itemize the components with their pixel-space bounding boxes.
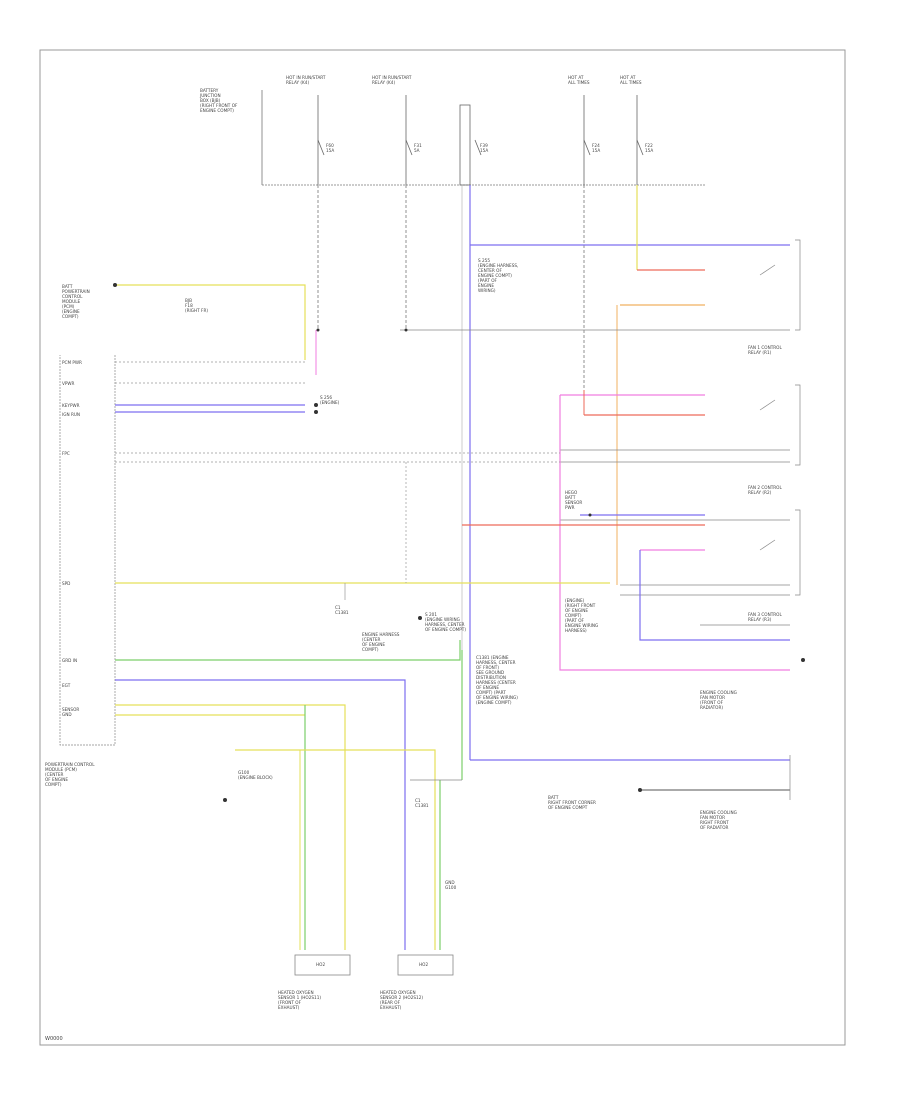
pcm-location-label: POWERTRAIN CONTROL MODULE (PCM) (CENTER … bbox=[45, 762, 95, 787]
fan-motor-2-label: ENGINE COOLING FAN MOTOR RIGHT FRONT OF … bbox=[700, 810, 737, 830]
splice-main-label: S 255 (ENGINE HARNESS, CENTER OF ENGINE … bbox=[478, 258, 519, 293]
hot-all-label-2: HOT AT ALL TIMES bbox=[620, 75, 642, 85]
wire-yellow-top bbox=[115, 284, 306, 360]
pin-label-9: SENSOR GND bbox=[62, 707, 80, 717]
fuse-label-5: F22 15A bbox=[645, 143, 654, 153]
sensor-box-right-label: HO2 bbox=[419, 962, 429, 967]
ground-center-label: GND G100 bbox=[445, 880, 457, 890]
sensor-box-left-label: HO2 bbox=[316, 962, 326, 967]
big-note-label: C1381 (ENGINE HARNESS, CENTER OF FRONT) … bbox=[476, 655, 518, 705]
heater-left-label: HEATED OXYGEN SENSOR 1 (HO2S11) (FRONT O… bbox=[278, 990, 321, 1010]
pcm-box bbox=[59, 355, 116, 746]
hot-all-label-1: HOT AT ALL TIMES bbox=[568, 75, 590, 85]
pin-label-6: SPD bbox=[62, 581, 71, 586]
right-bottom-note: BATT RIGHT FRONT CORNER OF ENGINE COMPT bbox=[548, 795, 596, 810]
battery-junction-label: BATTERY JUNCTION BOX (BJB) (RIGHT FRONT … bbox=[200, 88, 238, 113]
pin-label-8: EGT bbox=[62, 683, 71, 688]
fuse-label-3: F39 15A bbox=[480, 143, 489, 153]
connector-c1-label: C1 C1381 bbox=[335, 605, 349, 615]
ground-note-label: G100 (ENGINE BLOCK) bbox=[238, 770, 273, 780]
footer-code: W0000 bbox=[45, 1036, 63, 1042]
pin-label-4: IGN RUN bbox=[62, 412, 81, 417]
diagram-border bbox=[39, 49, 846, 1046]
sensor-box-left bbox=[294, 954, 351, 976]
fuse-label-1: F60 15A bbox=[326, 143, 335, 153]
pin-label-5: FPC bbox=[62, 451, 70, 456]
relay-1-label: FAN 1 CONTROL RELAY (R1) bbox=[748, 345, 782, 355]
sensor-power-label: HEGO BATT SENSOR PWR bbox=[565, 490, 583, 510]
pin-label-1: PCM PWR bbox=[62, 360, 82, 365]
bjb-fuse-label: BJB F18 (RIGHT FR) bbox=[185, 298, 209, 313]
relay-boxes bbox=[759, 239, 801, 596]
pcm-title: BATT POWERTRAIN CONTROL MODULE (PCM) (EN… bbox=[62, 284, 90, 319]
relay-2-label: FAN 2 CONTROL RELAY (R2) bbox=[748, 485, 782, 495]
fuse-label-2: F31 5A bbox=[414, 143, 422, 153]
pin-label-3: KEYPWR bbox=[62, 403, 80, 408]
pin-label-7: GRD IN bbox=[62, 658, 78, 663]
junction-dots bbox=[113, 283, 805, 802]
fuse-group bbox=[317, 95, 644, 186]
connector-c2-label: C1 C1381 bbox=[415, 798, 429, 808]
wire-blue-egt bbox=[115, 679, 406, 950]
wire-yellow-sensor bbox=[115, 704, 346, 950]
hot-run-start-label-1: HOT IN RUN/START RELAY (K4) bbox=[286, 75, 326, 85]
right-note-label: (ENGINE) (RIGHT FRONT OF ENGINE COMPT) (… bbox=[565, 598, 599, 633]
fan-motor-1-label: ENGINE COOLING FAN MOTOR (FRONT OF RADIA… bbox=[700, 690, 737, 710]
heater-right-label: HEATED OXYGEN SENSOR 2 (HO2S12) (REAR OF… bbox=[380, 990, 423, 1010]
sensor-box-right bbox=[397, 954, 454, 976]
splice-grd-label: S 256 (ENGINE) bbox=[320, 395, 340, 405]
pin-label-2: VPWR bbox=[62, 381, 75, 386]
relay-3-label: FAN 3 CONTROL RELAY (R3) bbox=[748, 612, 782, 622]
splice-egt-label: S 201 (ENGINE WIRING HARNESS, CENTER OF … bbox=[425, 612, 466, 632]
power-module-label: ENGINE HARNESS (CENTER OF ENGINE COMPT) bbox=[362, 632, 400, 652]
wire-green bbox=[115, 640, 461, 661]
hot-run-start-label-2: HOT IN RUN/START RELAY (K4) bbox=[372, 75, 412, 85]
fuse-label-4: F24 15A bbox=[592, 143, 601, 153]
